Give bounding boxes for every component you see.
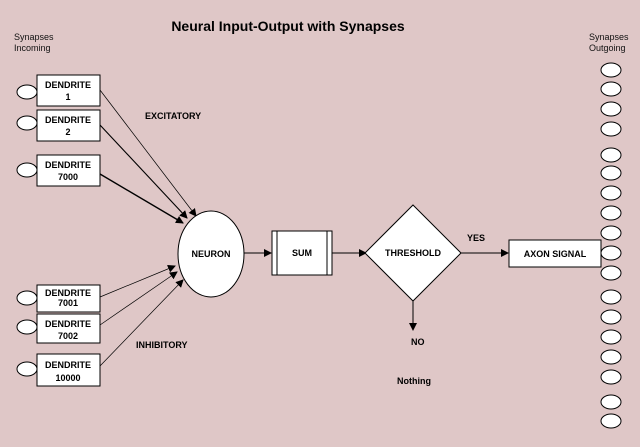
outgoing-synapse <box>600 62 622 78</box>
outgoing-synapse <box>600 369 622 385</box>
threshold-label: THRESHOLD <box>385 248 442 258</box>
dendrite-box <box>36 313 101 344</box>
outgoing-synapse <box>600 101 622 117</box>
incoming-header-line1: Synapses <box>14 32 54 42</box>
arrow-dendrite-7001 <box>99 264 176 298</box>
arrow-dendrite-10000 <box>99 279 184 367</box>
dendrite-arrows <box>99 89 197 367</box>
arrow-dendrite-7002 <box>99 271 178 326</box>
outgoing-synapse <box>600 329 622 345</box>
arrow-dendrite-7000 <box>99 173 184 224</box>
neuron-node <box>177 210 245 298</box>
incoming-synapse <box>16 290 38 306</box>
incoming-synapse <box>16 115 38 131</box>
incoming-synapse <box>16 162 38 178</box>
incoming-header: Synapses Incoming <box>14 32 54 54</box>
dendrite-box <box>36 154 101 187</box>
arrow-dendrite-2 <box>99 124 188 219</box>
neuron-label: NEURON <box>191 249 230 259</box>
outgoing-header-line2: Outgoing <box>589 43 626 53</box>
outgoing-header: Synapses Outgoing <box>589 32 629 54</box>
dendrite-number: 7000 <box>58 172 78 182</box>
outgoing-synapse <box>600 205 622 221</box>
outgoing-synapse <box>600 147 622 163</box>
incoming-header-line2: Incoming <box>14 43 51 53</box>
dendrite-boxes <box>36 74 101 387</box>
outgoing-synapse <box>600 81 622 97</box>
outgoing-synapse <box>600 394 622 410</box>
incoming-synapse <box>16 84 38 100</box>
outgoing-header-line1: Synapses <box>589 32 629 42</box>
no-label: NO <box>411 337 425 347</box>
dendrite-box <box>36 74 101 107</box>
dendrite-number: 2 <box>65 127 70 137</box>
dendrite-label: DENDRITE <box>45 288 91 298</box>
dendrite-number: 7002 <box>58 331 78 341</box>
outgoing-synapse <box>600 265 622 281</box>
outgoing-synapse <box>600 309 622 325</box>
excitatory-label: EXCITATORY <box>145 111 202 121</box>
sum-label: SUM <box>292 248 312 258</box>
sum-node <box>271 230 333 276</box>
dendrite-label: DENDRITE <box>45 80 91 90</box>
outgoing-synapse <box>600 185 622 201</box>
inhibitory-label: INHIBITORY <box>136 340 188 350</box>
outgoing-synapse <box>600 245 622 261</box>
dendrite-number: 10000 <box>55 373 80 383</box>
dendrite-label: DENDRITE <box>45 319 91 329</box>
incoming-synapse <box>16 319 38 335</box>
dendrite-box <box>36 284 101 313</box>
outgoing-synapses <box>600 62 622 429</box>
incoming-synapses <box>16 84 38 377</box>
outgoing-synapse <box>600 349 622 365</box>
outgoing-synapse <box>600 413 622 429</box>
axon-signal-label: AXON SIGNAL <box>524 249 587 259</box>
page-title: Neural Input-Output with Synapses <box>171 18 405 34</box>
dendrite-label: DENDRITE <box>45 160 91 170</box>
outgoing-synapse <box>600 225 622 241</box>
outgoing-synapse <box>600 121 622 137</box>
dendrite-label: DENDRITE <box>45 360 91 370</box>
incoming-synapse <box>16 361 38 377</box>
arrow-dendrite-1 <box>99 89 197 217</box>
dendrite-label: DENDRITE <box>45 115 91 125</box>
dendrite-box <box>36 353 101 387</box>
yes-label: YES <box>467 233 486 243</box>
dendrite-box <box>36 109 101 142</box>
dendrite-number: 7001 <box>58 298 78 308</box>
outgoing-synapse <box>600 165 622 181</box>
outgoing-synapse <box>600 289 622 305</box>
nothing-label: Nothing <box>397 376 431 386</box>
dendrite-number: 1 <box>65 92 70 102</box>
